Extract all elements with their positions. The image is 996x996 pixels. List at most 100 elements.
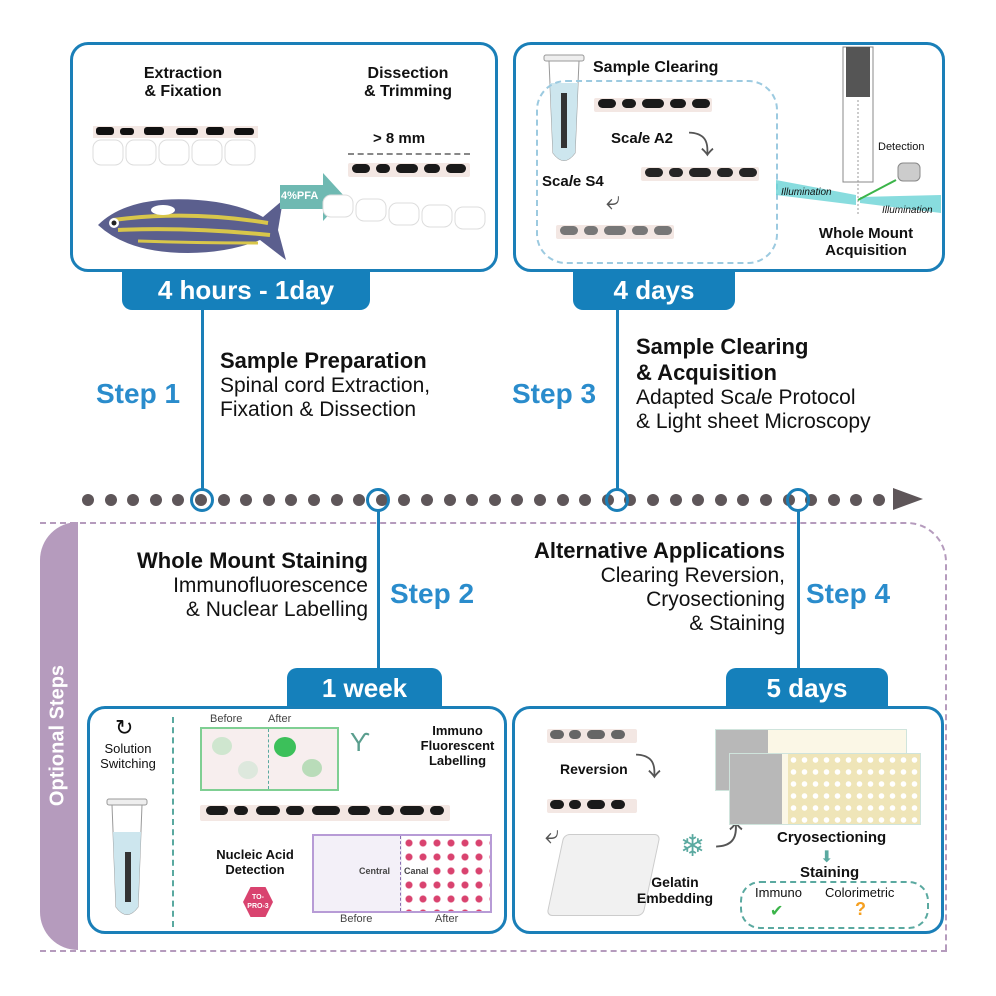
- timeline-dot: [172, 494, 185, 506]
- step3-desc-2: & Light sheet Microscopy: [636, 410, 871, 433]
- before-after-divider: [268, 729, 269, 789]
- cord-cleared: [547, 729, 637, 743]
- illumination-right-label: Illumination: [882, 205, 933, 216]
- nucleic-line2: Detection: [225, 862, 285, 877]
- timeline-milestone: [190, 488, 214, 512]
- step3-title-2: & Acquisition: [636, 360, 777, 385]
- step1-duration-tab: 4 hours - 1day: [122, 270, 370, 310]
- step4-title: Alternative Applications: [533, 538, 785, 563]
- desc-l-italic: l: [756, 386, 761, 409]
- solution-switching-label: Solution Switching: [98, 741, 158, 771]
- cord-reverted: [547, 799, 637, 813]
- step3-duration-tab: 4 days: [573, 270, 735, 310]
- timeline-milestone: [786, 488, 810, 512]
- timeline-dot: [217, 494, 230, 506]
- extraction-label: Extraction: [143, 65, 223, 82]
- immuno-option: Immuno: [755, 885, 802, 900]
- step2-title: Whole Mount Staining: [137, 548, 368, 573]
- solution-switch-icon: ↻: [115, 715, 134, 740]
- cells-before-after-box: [200, 727, 339, 791]
- cord-a2: [641, 167, 759, 181]
- fixative-label: 4%PFA: [281, 190, 319, 202]
- question-icon: ?: [855, 899, 866, 919]
- dissection-title: Dissection & Trimming: [328, 65, 488, 101]
- step1-desc-2: Fixation & Dissection: [220, 398, 417, 421]
- timeline-dot: [579, 494, 592, 506]
- to-pro-3-badge: TO- PRO-3: [243, 887, 273, 917]
- cell-before-1: [212, 737, 232, 755]
- timeline-dot: [149, 494, 162, 506]
- step4-desc-3: & Staining: [689, 612, 785, 635]
- timeline-dot: [873, 494, 885, 506]
- timeline-dot: [398, 494, 411, 506]
- scale-s4-prefix: Sca: [542, 173, 569, 190]
- timeline-dot: [285, 494, 298, 506]
- gelatin-line1: Gelatin: [651, 874, 699, 890]
- after-label: After: [268, 713, 292, 725]
- step2-duration-tab: 1 week: [287, 668, 442, 708]
- timeline-dot: [760, 494, 772, 506]
- staining-options-box: [740, 881, 929, 929]
- timeline-dot: [714, 494, 727, 506]
- step2-connector: [377, 510, 380, 670]
- acq-line1: Whole Mount: [818, 225, 914, 242]
- cord-raw: [594, 98, 712, 112]
- step1-panel: Extraction & Fixation Dissection & Trimm…: [70, 42, 498, 272]
- optional-steps-label: Optional Steps: [46, 664, 69, 807]
- timeline-dot: [308, 494, 320, 506]
- curved-arrow-reversion: ⤵: [635, 752, 662, 782]
- extraction-title: Extraction & Fixation: [93, 65, 273, 101]
- gelatin-embedding-label: Gelatin Embedding: [635, 874, 715, 906]
- reversion-label: Reversion: [560, 761, 628, 777]
- canal-label: Canal: [404, 866, 429, 876]
- immuno-line3: Labelling: [428, 753, 487, 768]
- check-icon: ✔: [770, 903, 784, 920]
- scale-s4-italic: l: [568, 173, 573, 190]
- trimming-label: & Trimming: [363, 83, 452, 100]
- cell-before-2: [238, 761, 258, 779]
- trimmed-cord: [348, 163, 470, 177]
- step4-description: Alternative Applications Clearing Revers…: [450, 538, 785, 636]
- immuno-label: Immuno Fluorescent Labelling: [410, 723, 505, 768]
- immuno-line2: Fluorescent: [420, 738, 495, 753]
- after-nuclei-fill: [402, 836, 490, 911]
- timeline-dot: [443, 494, 456, 506]
- antibody-icon: Ƴ: [350, 727, 371, 757]
- staining-label: Staining: [800, 864, 860, 881]
- step2-desc-2: & Nuclear Labelling: [185, 598, 368, 621]
- after-label-2: After: [435, 913, 459, 925]
- stained-cord: [200, 805, 450, 821]
- step3-desc-1: Adapted Scale Protocol: [636, 386, 871, 410]
- fixation-label: & Fixation: [144, 83, 222, 100]
- step3-description: Sample Clearing & Acquisition Adapted Sc…: [636, 334, 871, 434]
- snowflake-icon: ❄: [680, 830, 706, 863]
- cell-after-2: [302, 759, 322, 777]
- fixative-arrow: [280, 185, 330, 209]
- desc-protocol: e Protocol: [760, 386, 856, 409]
- scale-a2-label: Scale A2: [611, 130, 673, 147]
- curved-arrow-cryo: ⤴: [715, 820, 744, 851]
- before-label: Before: [210, 713, 243, 725]
- nucleic-acid-label: Nucleic Acid Detection: [200, 847, 310, 877]
- illumination-left-label: Illumination: [781, 187, 832, 198]
- timeline-dot: [488, 494, 501, 506]
- step1-label: Step 1: [96, 378, 181, 409]
- step1-title: Sample Preparation: [220, 348, 427, 373]
- timeline-dot: [692, 494, 705, 506]
- clearing-dashed-box: [536, 80, 778, 264]
- cell-after-1: [274, 737, 296, 757]
- timeline-dot: [240, 494, 253, 506]
- light-sheet-microscope: [776, 46, 941, 215]
- step1-description: Sample Preparation Spinal cord Extractio…: [220, 348, 430, 422]
- step2-panel: ↻ Solution Switching Before After Ƴ Immu…: [87, 706, 507, 934]
- timeline-arrow-icon: [893, 488, 923, 510]
- detection-label: Detection: [878, 141, 925, 153]
- tube-icon: [106, 798, 148, 915]
- step4-desc-1: Clearing Reversion,: [600, 564, 785, 587]
- before-label-2: Before: [340, 913, 373, 925]
- timeline-dot: [104, 494, 117, 506]
- timeline-milestone: [605, 488, 629, 512]
- optional-steps-sidebar: [40, 522, 78, 950]
- step3-label: Step 3: [512, 378, 597, 409]
- zebrafish-illustration: [98, 199, 286, 260]
